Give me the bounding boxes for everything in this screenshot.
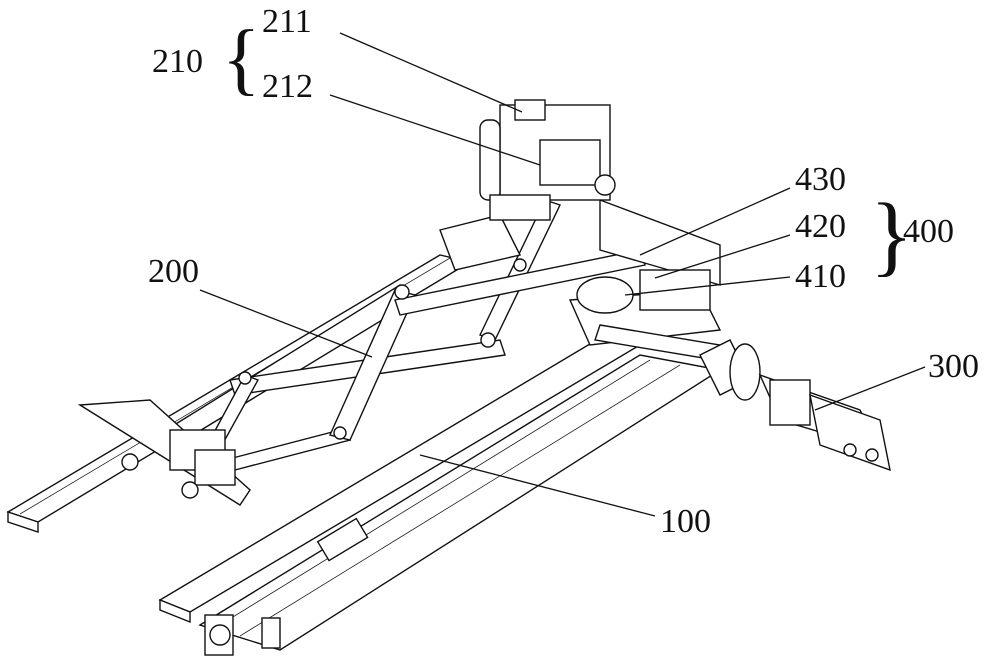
label-420: 420 (795, 208, 846, 245)
scissor-linkage-200 (149, 199, 646, 471)
label-211: 211 (262, 3, 312, 40)
main-guide-rail-100 (158, 334, 722, 656)
label-430: 430 (795, 161, 846, 198)
label-410: 410 (795, 258, 846, 295)
label-100: 100 (660, 503, 711, 540)
left-carriage (77, 399, 251, 506)
leader-410 (624, 276, 791, 296)
brace-210: { (222, 15, 260, 103)
label-200: 200 (148, 253, 199, 290)
leader-211 (339, 32, 523, 113)
rotary-assembly-400 (439, 198, 722, 361)
label-210: 210 (152, 43, 203, 80)
leader-100 (419, 454, 656, 517)
leader-200 (199, 289, 373, 358)
label-212: 212 (262, 68, 313, 105)
label-400: 400 (903, 213, 954, 250)
label-300: 300 (928, 348, 979, 385)
leader-212 (329, 94, 541, 166)
top-unit-210 (479, 99, 616, 221)
leader-420 (654, 234, 791, 279)
leader-300 (814, 366, 926, 411)
motor-300 (699, 339, 891, 472)
leader-430 (639, 187, 791, 256)
brace-400: } (870, 186, 913, 285)
